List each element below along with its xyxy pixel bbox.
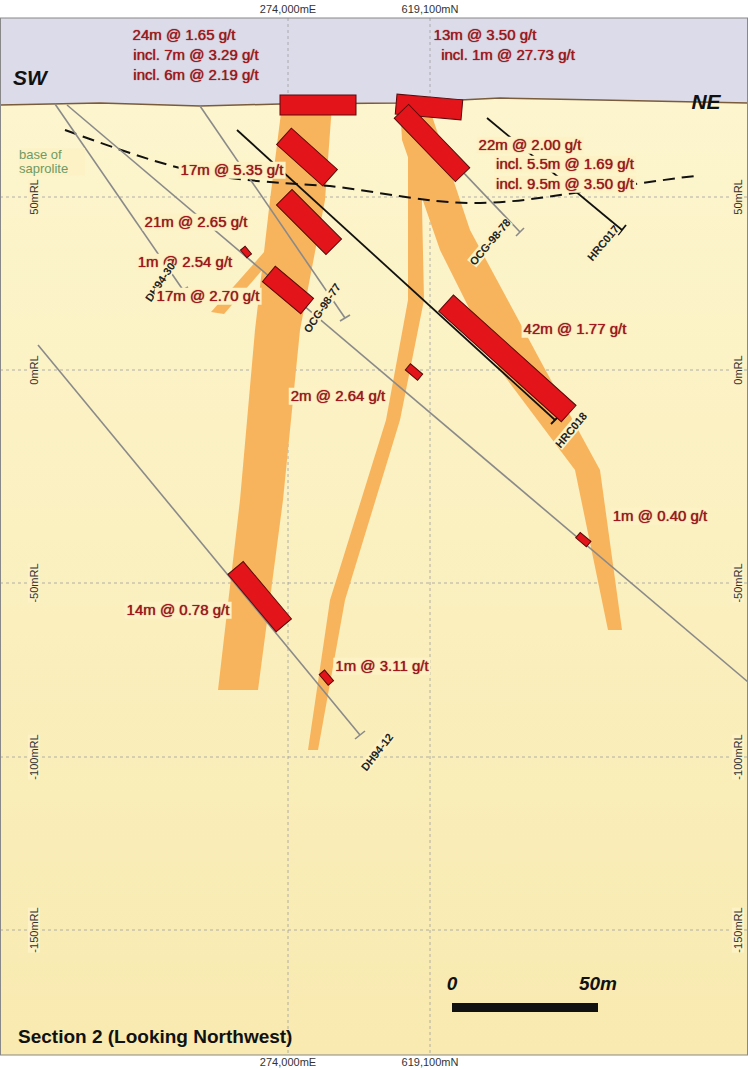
grid-coordinate: 619,100mN <box>402 1056 459 1068</box>
grid-coordinate: 619,100mN <box>402 3 459 15</box>
scale-bar <box>452 1003 598 1012</box>
intercept-label: incl. 1m @ 27.73 g/t <box>439 47 577 64</box>
intercept-label: 21m @ 2.65 g/t <box>143 214 250 231</box>
scale-label: 50m <box>579 974 617 995</box>
intercept-label: 2m @ 2.64 g/t <box>289 388 387 405</box>
intercept-label: 13m @ 3.50 g/t <box>432 27 539 44</box>
intercept-label: 1m @ 2.54 g/t <box>136 254 234 271</box>
drill-holes-grey <box>38 104 748 739</box>
grid-coordinate: 274,000mE <box>260 1056 316 1068</box>
ground-surface <box>0 98 748 106</box>
elevation-label: -100mRL <box>732 734 744 779</box>
elevation-label: 50mRL <box>732 179 744 214</box>
intercept-label: 24m @ 1.65 g/t <box>131 27 238 44</box>
intercept-label: incl. 5.5m @ 1.69 g/t <box>494 156 636 173</box>
section-title: Section 2 (Looking Northwest) <box>18 1026 292 1048</box>
grid <box>0 18 748 1055</box>
intercept-label: incl. 7m @ 3.29 g/t <box>131 47 260 64</box>
ground <box>0 18 748 1055</box>
sky <box>0 18 748 106</box>
scale-label: 0 <box>447 974 458 995</box>
elevation-label: -150mRL <box>732 907 744 952</box>
base-of-saprolite-line <box>65 130 695 203</box>
intercept-label: 1m @ 0.40 g/t <box>611 508 709 525</box>
saprolite-label: base of saprolite <box>19 148 85 175</box>
intercept-label: 22m @ 2.00 g/t <box>477 137 584 154</box>
elevation-label: -150mRL <box>28 907 40 952</box>
intercept-label: incl. 9.5m @ 3.50 g/t <box>494 176 636 193</box>
intercept-label: incl. 6m @ 2.19 g/t <box>131 67 260 84</box>
ore-veins <box>211 104 622 750</box>
intercept-label: 42m @ 1.77 g/t <box>522 321 629 338</box>
elevation-label: 0mRL <box>732 355 744 384</box>
elevation-label: -50mRL <box>732 563 744 602</box>
frame <box>1 18 748 1055</box>
direction-label: SW <box>13 66 47 89</box>
intercept-label: 17m @ 5.35 g/t <box>179 162 286 179</box>
direction-label: NE <box>691 90 720 113</box>
intercept-label: 14m @ 0.78 g/t <box>125 602 232 619</box>
elevation-label: 0mRL <box>28 355 40 384</box>
elevation-label: -50mRL <box>28 563 40 602</box>
elevation-label: -100mRL <box>28 734 40 779</box>
grid-coordinate: 274,000mE <box>260 3 316 15</box>
intercept-label: 17m @ 2.70 g/t <box>155 288 262 305</box>
elevation-label: 50mRL <box>28 179 40 214</box>
intercept-label: 1m @ 3.11 g/t <box>333 658 430 675</box>
